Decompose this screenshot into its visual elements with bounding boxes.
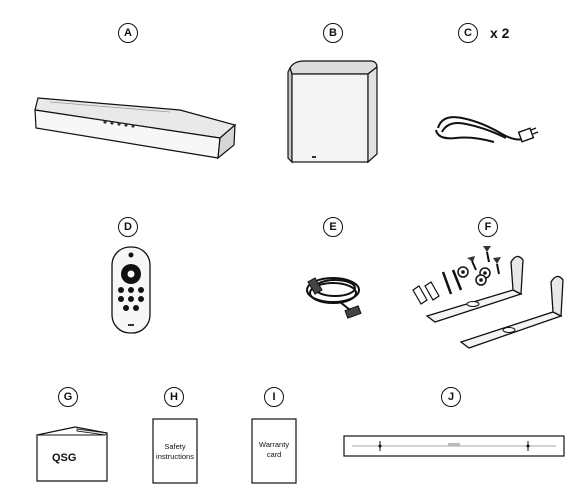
item-j-badge: J: [441, 387, 461, 407]
booklet-icon: [36, 426, 108, 482]
item-d-badge: D: [118, 217, 138, 237]
item-i-badge: I: [264, 387, 284, 407]
safety-instructions-label: Safety instructions: [156, 442, 194, 461]
item-e-badge: E: [323, 217, 343, 237]
item-c-badge: C: [458, 23, 478, 43]
item-b-badge: B: [323, 23, 343, 43]
power-cord-icon: [435, 116, 539, 143]
subwoofer-icon: [287, 60, 378, 164]
wall-mount-kit-icon: [412, 246, 564, 349]
hdmi-cable-icon: [306, 277, 362, 319]
qsg-label: QSG: [52, 452, 77, 464]
item-g-badge: G: [58, 387, 78, 407]
remote-control-icon: [111, 246, 151, 334]
item-h-badge: H: [164, 387, 184, 407]
item-c-quantity: x 2: [490, 25, 510, 41]
warranty-card-label: Warranty card: [258, 440, 290, 459]
leaflet-icon: [152, 418, 198, 484]
item-a-badge: A: [118, 23, 138, 43]
item-f-badge: F: [478, 217, 498, 237]
soundbar-icon: [34, 97, 237, 160]
template-icon: [343, 435, 565, 457]
card-icon: [251, 418, 297, 484]
